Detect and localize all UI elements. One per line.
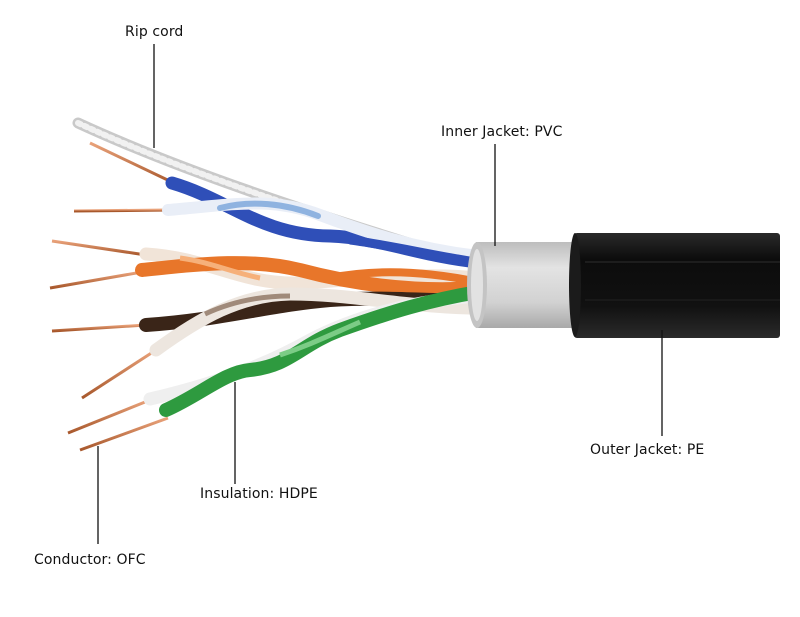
rip-cord-label: Rip cord: [125, 24, 184, 40]
outer-jacket-label: Outer Jacket: PE: [590, 442, 705, 458]
orange-pair: [49, 239, 485, 297]
green-pair: [67, 285, 485, 452]
outer-jacket: [569, 233, 780, 338]
blue-pair: [73, 141, 485, 269]
inner-jacket-label: Inner Jacket: PVC: [441, 124, 563, 140]
conductor-label: Conductor: OFC: [34, 552, 146, 568]
inner-jacket: [467, 242, 586, 328]
leader-lines: [97, 44, 663, 544]
insulation-label: Insulation: HDPE: [200, 486, 318, 502]
